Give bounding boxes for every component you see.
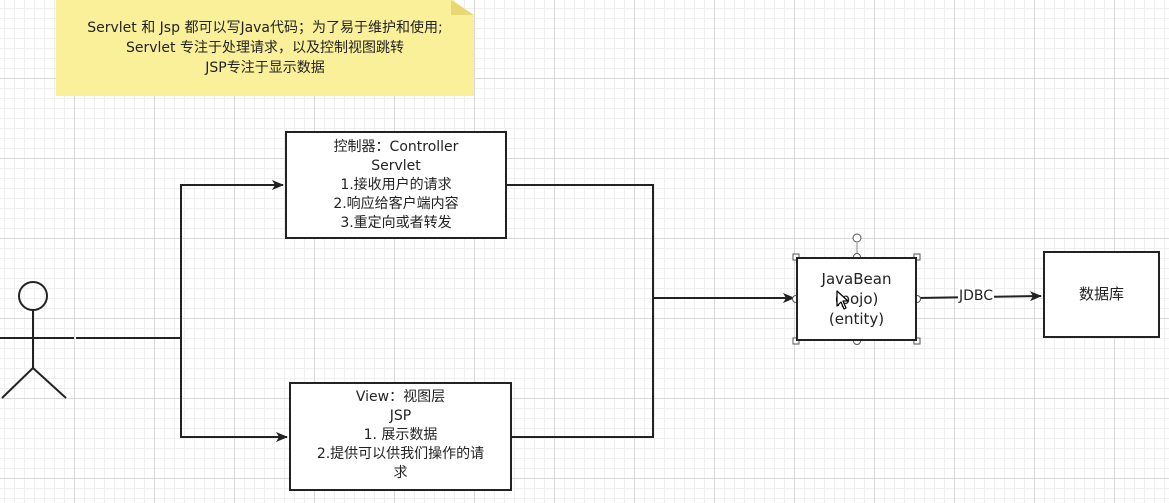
mouse-cursor-icon bbox=[836, 290, 849, 310]
sticky-note[interactable] bbox=[56, 0, 474, 96]
note-line-3: JSP专注于显示数据 bbox=[205, 60, 325, 76]
rotate-handle bbox=[852, 233, 862, 243]
view-subtitle: JSP bbox=[389, 408, 412, 424]
resize-handle-se bbox=[913, 337, 921, 345]
jdbc-edge-label[interactable]: JDBC bbox=[958, 288, 995, 304]
javabean-pojo: (pojo) bbox=[834, 290, 879, 308]
controller-subtitle: Servlet bbox=[371, 157, 421, 174]
controller-item-3: 3.重定向或者转发 bbox=[340, 214, 452, 231]
note-text: Servlet 和 Jsp 都可以写Java代码；为了易于维护和使用; Serv… bbox=[56, 18, 474, 78]
javabean-entity: (entity) bbox=[828, 310, 885, 328]
view-item-1: 1. 展示数据 bbox=[363, 427, 438, 443]
view-item-2-cont: 求 bbox=[393, 465, 408, 481]
user-actor-icon bbox=[0, 281, 74, 399]
view-item-2: 2.提供可以供我们操作的请 bbox=[316, 446, 485, 462]
edge-actor-to-controller bbox=[180, 180, 284, 338]
controller-item-1: 1.接收用户的请求 bbox=[340, 176, 452, 193]
javabean-box[interactable]: JavaBean (pojo) (entity) bbox=[796, 257, 917, 341]
view-title: View：视图层 bbox=[355, 389, 446, 405]
controller-box[interactable]: 控制器：Controller Servlet 1.接收用户的请求 2.响应给客户… bbox=[285, 131, 507, 239]
database-box[interactable]: 数据库 bbox=[1043, 251, 1160, 338]
database-label: 数据库 bbox=[1078, 285, 1124, 303]
edge-actor-to-view bbox=[180, 338, 288, 442]
edge-controller-to-javabean bbox=[507, 184, 795, 303]
controller-item-2: 2.响应给客户端内容 bbox=[333, 195, 459, 212]
note-line-2: Servlet 专注于处理请求，以及控制视图跳转 bbox=[126, 40, 404, 56]
edge-view-to-javabean bbox=[512, 298, 654, 438]
note-line-1: Servlet 和 Jsp 都可以写Java代码；为了易于维护和使用; bbox=[87, 20, 443, 36]
controller-title: 控制器：Controller bbox=[333, 138, 459, 155]
view-box[interactable]: View：视图层 JSP 1. 展示数据 2.提供可以供我们操作的请 求 bbox=[289, 382, 512, 491]
javabean-title: JavaBean bbox=[821, 270, 892, 288]
